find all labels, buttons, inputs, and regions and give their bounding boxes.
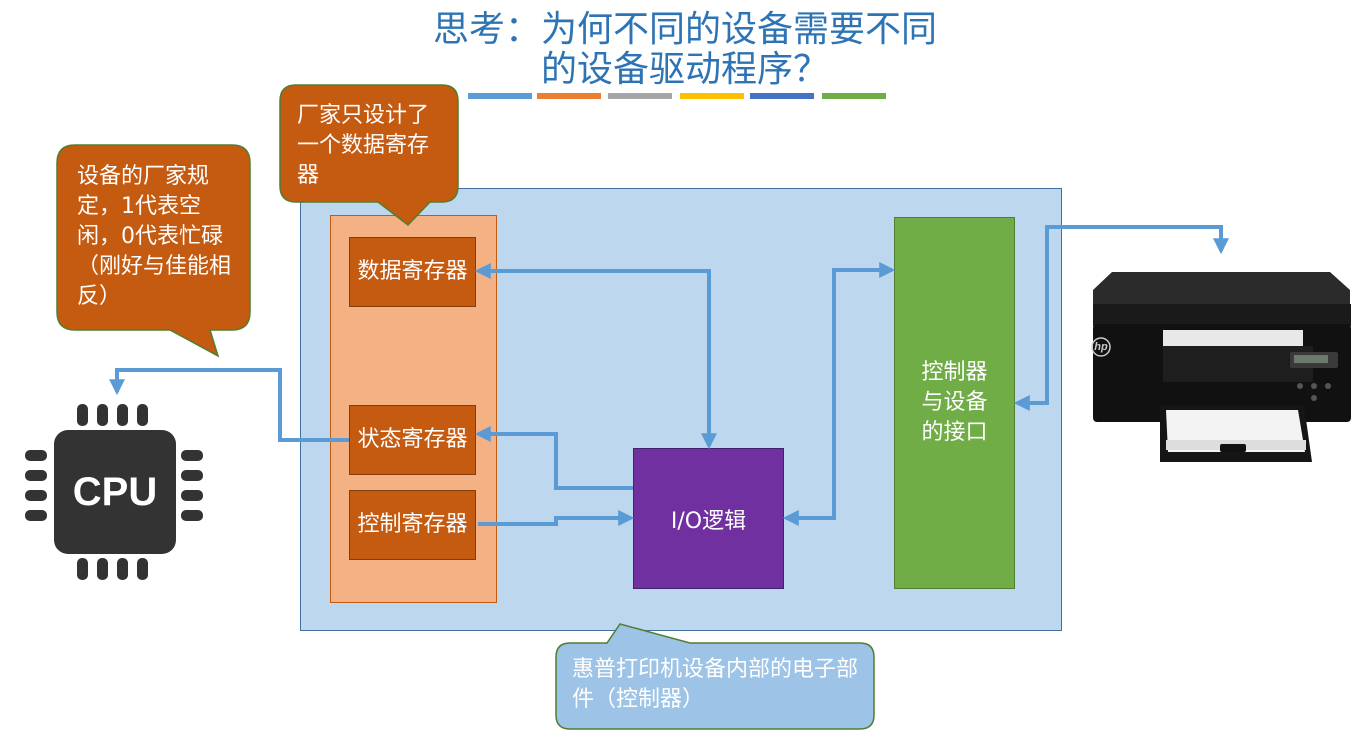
accent-strip-1 xyxy=(468,93,532,99)
callout-vendor-spec: 设备的厂家规定，1代表空闲，0代表忙碌（刚好与佳能相反） xyxy=(77,164,232,309)
arrow-io-status xyxy=(474,426,633,490)
title-line-2: 的设备驱动程序？ xyxy=(540,49,829,90)
arrow-data-io xyxy=(474,263,717,450)
title-line-1: 思考：为何不同的设备需要不同 xyxy=(432,9,937,50)
accent-strip-3 xyxy=(608,93,672,99)
status-register: 状态寄存器 xyxy=(349,405,476,475)
accent-strip-5 xyxy=(750,93,814,99)
controller-interface-block: 控制器与设备的接口 xyxy=(894,217,1015,589)
printer-logo: hp xyxy=(1094,341,1108,353)
cpu-icon xyxy=(25,404,203,580)
arrow-status-cpu xyxy=(109,368,349,442)
cpu-label: CPU xyxy=(72,469,158,514)
printer-image xyxy=(1091,272,1351,462)
arrow-control-io xyxy=(478,510,635,526)
arrow-io-controller xyxy=(782,262,896,526)
io-logic-block: I/O逻辑 xyxy=(633,448,784,589)
callout-single-register: 厂家只设计了一个数据寄存器 xyxy=(297,103,430,188)
callout-single-register-shape xyxy=(279,84,459,227)
accent-strip-4 xyxy=(680,93,744,99)
accent-strip-6 xyxy=(822,93,886,99)
control-register: 控制寄存器 xyxy=(349,490,476,560)
accent-strip-2 xyxy=(537,93,601,99)
callout-vendor-spec-shape xyxy=(56,144,251,358)
arrow-controller-printer xyxy=(1013,225,1229,411)
data-register: 数据寄存器 xyxy=(349,237,476,307)
callout-hp-parts-shape xyxy=(555,623,875,730)
callout-hp-parts: 惠普打印机设备内部的电子部件（控制器） xyxy=(572,657,859,712)
page-title: 思考：为何不同的设备需要不同 的设备驱动程序？ xyxy=(300,10,1070,90)
